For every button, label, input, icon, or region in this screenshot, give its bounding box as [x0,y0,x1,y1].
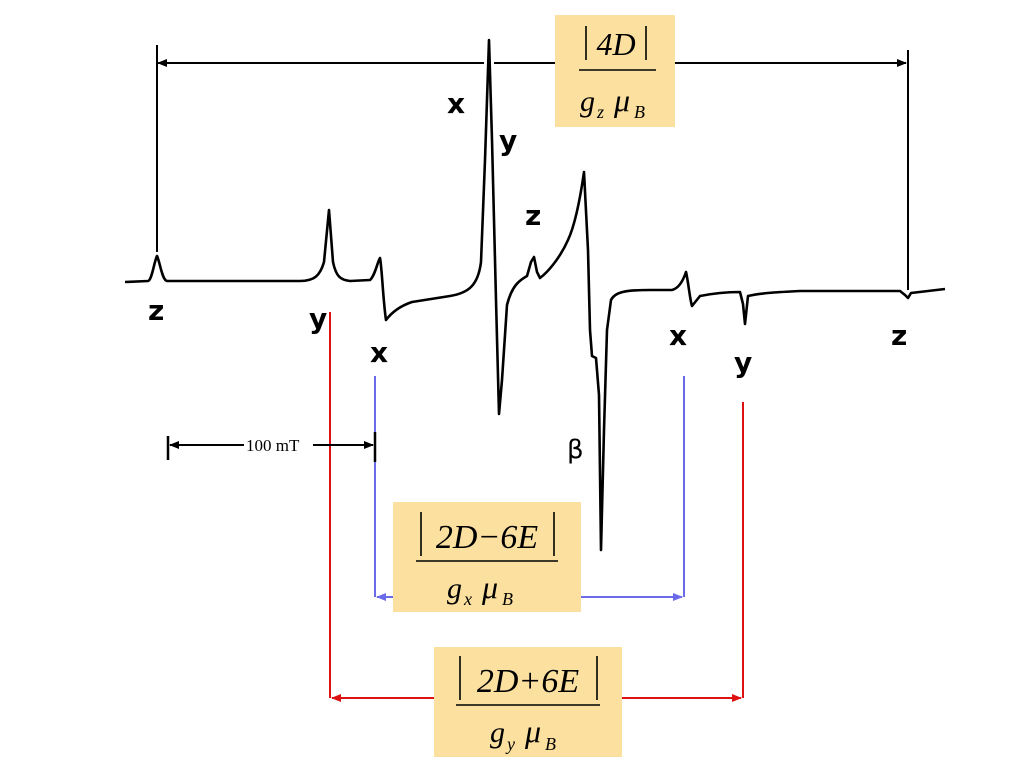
formula-y-numerator: 2D+6E [477,663,579,700]
peak-label-z-center: z [525,199,541,232]
formula-z-mu-sub: B [634,102,645,122]
formula-y-mu-sub: B [545,734,556,754]
formula-z-numerator: 4D [596,26,635,62]
formula-x-mu-sub: B [502,589,513,609]
peak-label-x-center: x [447,87,465,120]
peak-label-x-right: x [669,319,687,352]
peak-label-beta: β [567,435,584,465]
formula-box-x: 2D−6E g x μ B [393,502,581,612]
formula-x-den-sub: x [463,589,472,609]
formula-z-den-mu: μ [613,82,630,118]
formula-z-den-g: g [580,85,595,118]
formula-x-den-mu: μ [481,569,498,605]
peak-label-y-center: y [499,124,517,157]
formula-y-den-sub: y [505,734,515,754]
formula-z-den-sub: z [596,102,604,122]
formula-y-den-mu: μ [524,713,541,749]
scale-bar-label: 100 mT [246,436,300,455]
peak-label-z-left: z [148,294,164,327]
formula-x-numerator: 2D−6E [436,519,538,556]
peak-label-y-left: y [309,302,327,335]
scale-bar: 100 mT [166,432,377,462]
peak-label-x-left: x [370,336,388,369]
peak-label-z-right: z [891,319,907,352]
formula-box-z: 4D g z μ B [555,15,675,127]
formula-y-den-g: g [490,716,505,749]
formula-box-y: 2D+6E g y μ B [434,647,622,757]
peak-label-y-right: y [734,346,752,379]
epr-spectrum-trace [124,38,946,552]
formula-x-den-g: g [447,572,462,605]
